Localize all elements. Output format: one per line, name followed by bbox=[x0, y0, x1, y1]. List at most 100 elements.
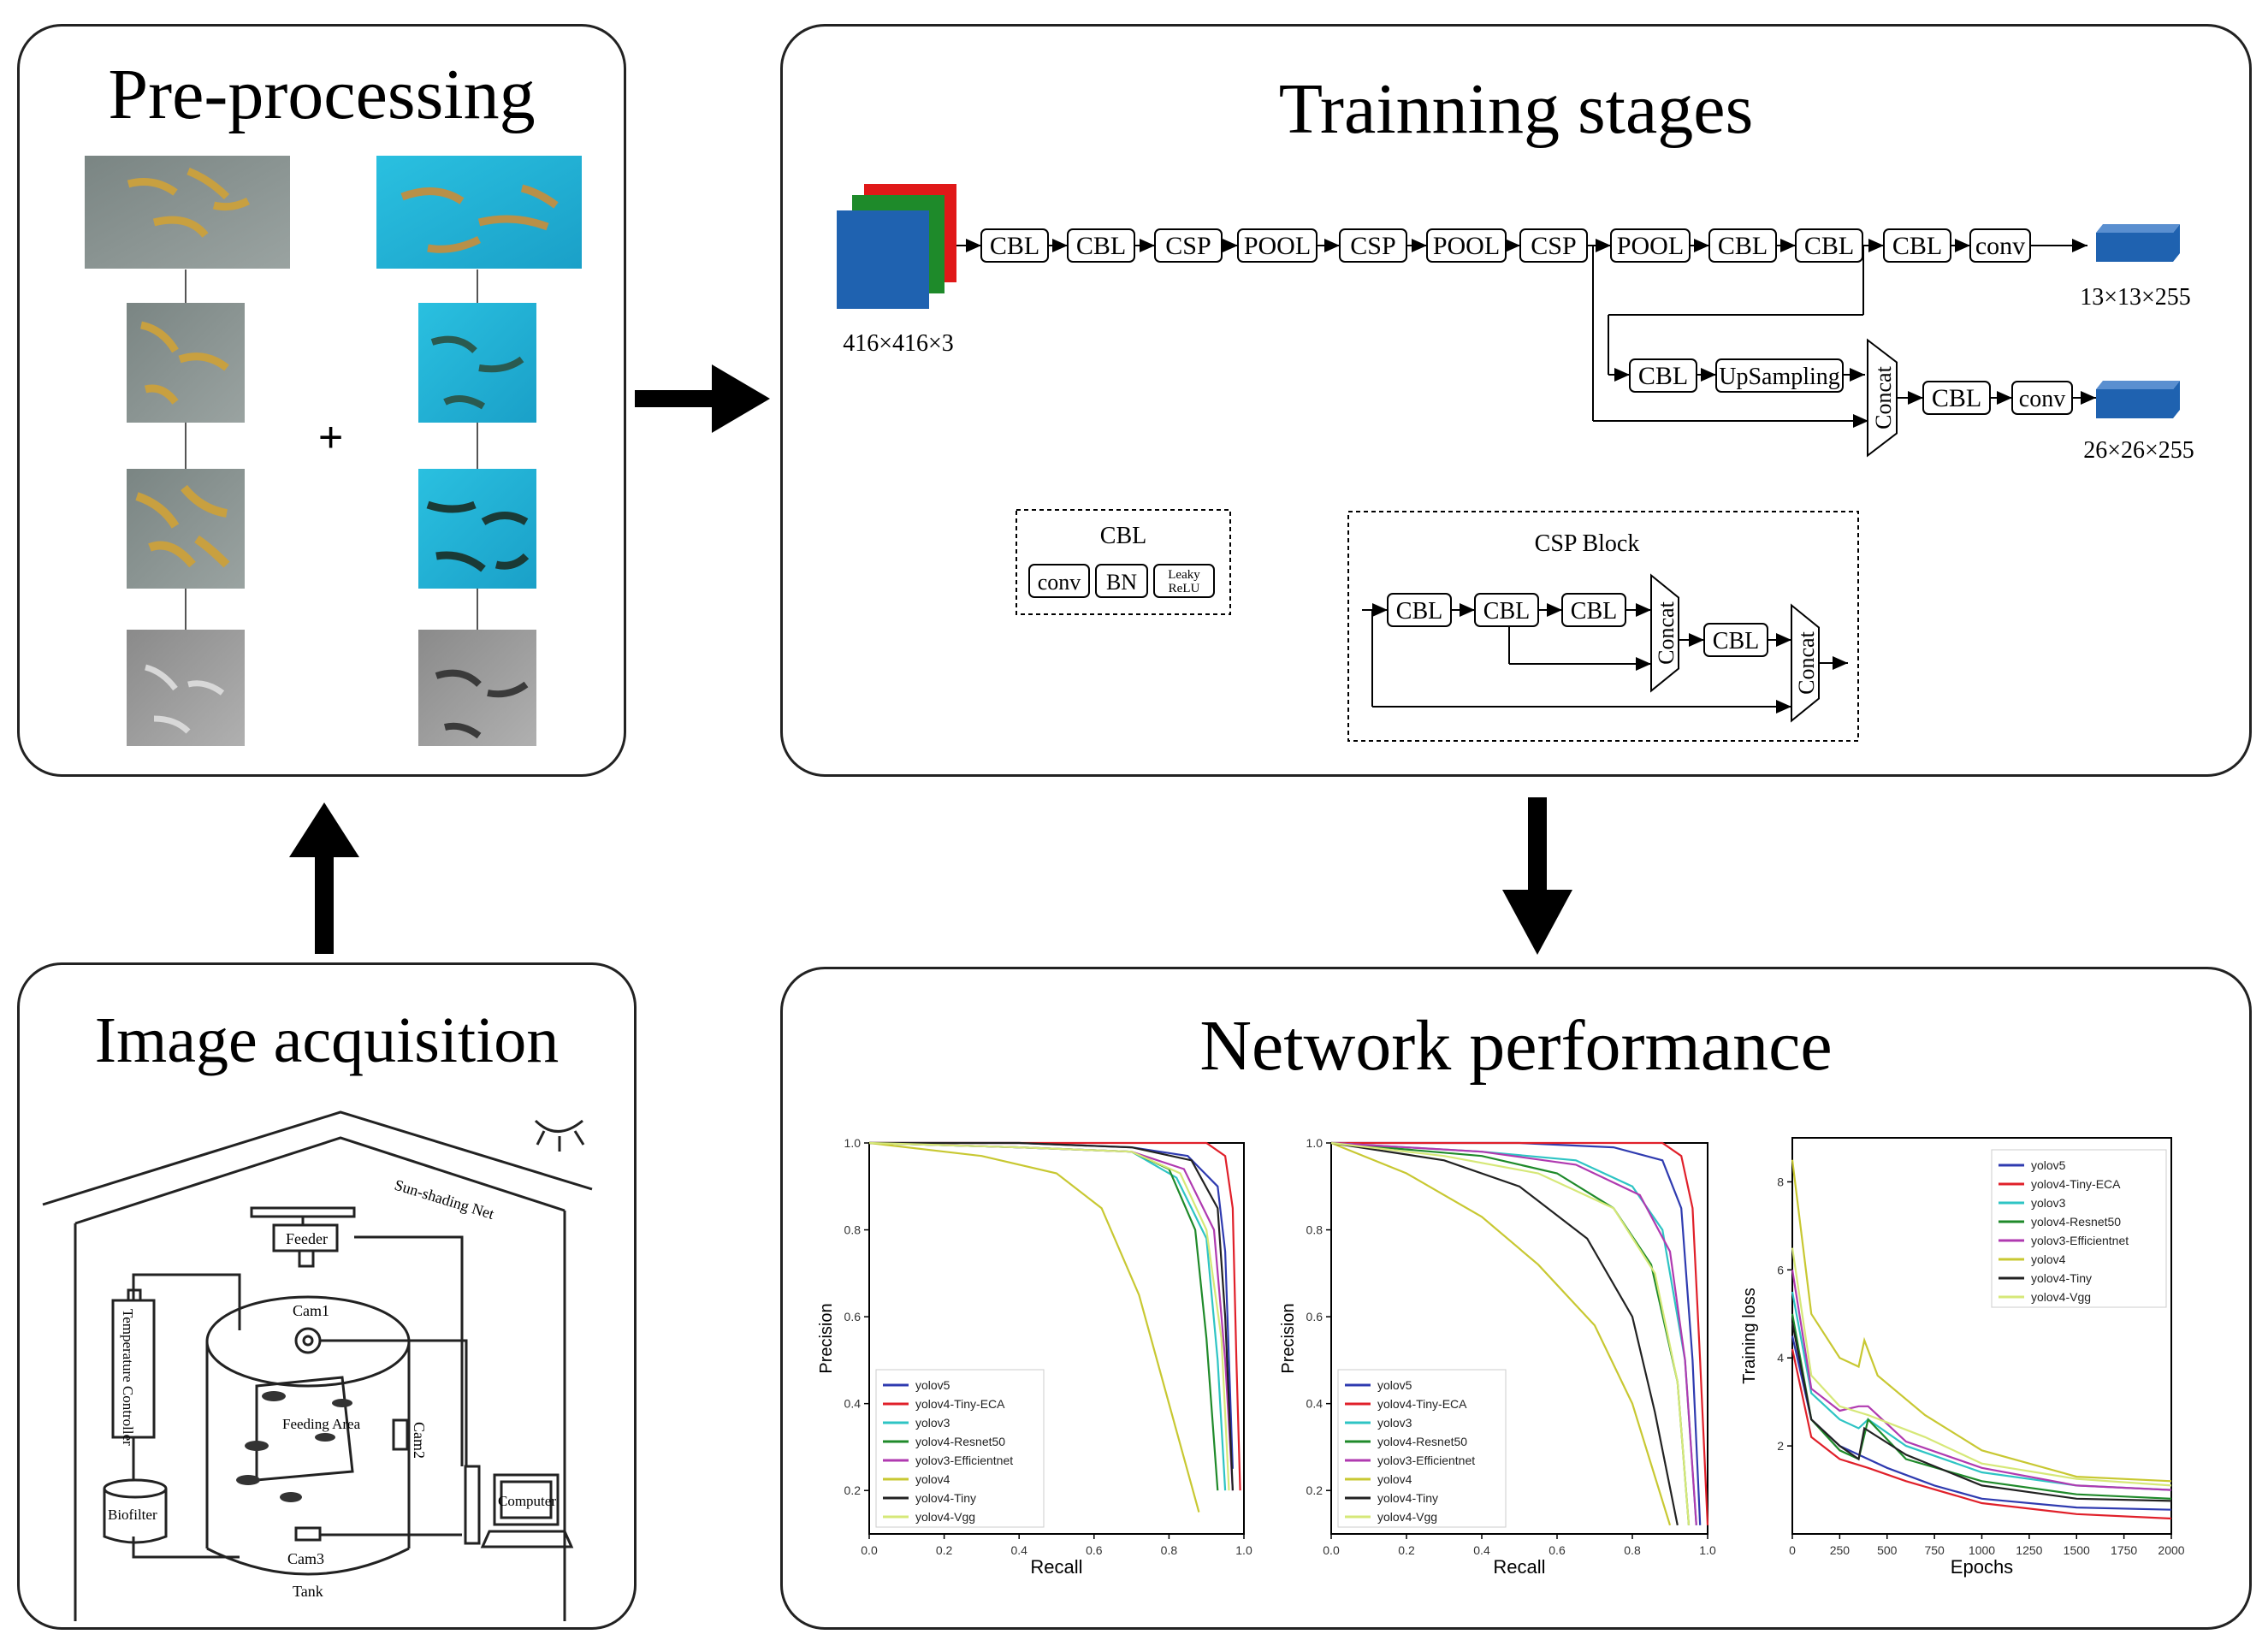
node-cbl-1: CBL bbox=[980, 228, 1049, 263]
output-block-26 bbox=[2096, 381, 2180, 418]
svg-text:CSP: CSP bbox=[1165, 232, 1211, 260]
series-line-yolov4-tiny-eca bbox=[869, 1141, 1241, 1491]
acquisition-schematic: Sun-shading Net Feeder Cam1 Cam2 Cam3 Te… bbox=[42, 1110, 593, 1621]
legend-bn: BN bbox=[1095, 564, 1148, 598]
chart-3-legend: yolov5yolov4-Tiny-ECAyolov3yolov4-Resnet… bbox=[1991, 1149, 2167, 1308]
svg-text:conv: conv bbox=[2019, 386, 2065, 412]
svg-text:CSP: CSP bbox=[1531, 232, 1576, 260]
svg-text:CBL: CBL bbox=[1713, 628, 1759, 654]
legend-conv: conv bbox=[1028, 564, 1090, 598]
svg-text:UpSampling: UpSampling bbox=[1719, 364, 1840, 390]
node-cbl-2: CBL bbox=[1067, 228, 1135, 263]
svg-text:conv: conv bbox=[1975, 232, 2025, 260]
node-csp-7: CSP bbox=[1519, 228, 1588, 263]
preprocessing-images bbox=[85, 156, 582, 746]
crop-image-cyan-3 bbox=[418, 630, 536, 746]
legend-entry: yolov4-Tiny-ECA bbox=[1377, 1397, 1467, 1411]
svg-text:Concat: Concat bbox=[1871, 365, 1896, 429]
svg-text:CBL: CBL bbox=[1076, 232, 1126, 260]
legend-entry: yolov4 bbox=[2031, 1252, 2066, 1266]
svg-text:CSP: CSP bbox=[1350, 232, 1395, 260]
output-size-13: 13×13×255 bbox=[2080, 284, 2191, 311]
x-tick-label: 0 bbox=[1789, 1543, 1796, 1557]
series-line-yolov4-tiny bbox=[1330, 1141, 1679, 1526]
node-cbl-out2: CBL bbox=[1922, 381, 1991, 415]
series-line-yolov4-tiny bbox=[869, 1141, 1234, 1491]
legend-entry: yolov4-Resnet50 bbox=[1377, 1435, 1467, 1448]
label-biofilter: Biofilter bbox=[108, 1507, 157, 1523]
y-tick-label: 0.8 bbox=[1306, 1223, 1323, 1237]
svg-text:CBL: CBL bbox=[1804, 232, 1854, 260]
x-axis-label: Recall bbox=[1030, 1556, 1082, 1578]
svg-text:ReLU: ReLU bbox=[1169, 582, 1200, 595]
legend-entry: yolov4-Tiny bbox=[915, 1491, 976, 1505]
svg-text:Concat: Concat bbox=[1794, 631, 1819, 694]
arrow-right-icon bbox=[635, 364, 770, 433]
series-line-yolov4 bbox=[1791, 1159, 2172, 1483]
legend-entry: yolov4-Vgg bbox=[2031, 1290, 2091, 1304]
label-temperature-controller: Temperature Controller bbox=[120, 1309, 136, 1446]
y-tick-label: 6 bbox=[1777, 1263, 1784, 1276]
node-csp-5: CSP bbox=[1339, 228, 1407, 263]
x-tick-label: 0.6 bbox=[1549, 1543, 1566, 1557]
label-cam2: Cam2 bbox=[411, 1422, 428, 1459]
legend-entry: yolov4-Resnet50 bbox=[2031, 1215, 2121, 1229]
node-cbl-10: CBL bbox=[1795, 228, 1863, 263]
plus-sign: + bbox=[318, 413, 344, 461]
svg-text:CBL: CBL bbox=[1718, 232, 1768, 260]
svg-text:CBL: CBL bbox=[1932, 384, 1981, 412]
y-tick-label: 0.6 bbox=[1306, 1310, 1323, 1323]
performance-title: Network performance bbox=[1199, 1006, 1833, 1086]
x-tick-label: 1.0 bbox=[1699, 1543, 1716, 1557]
series-line-yolov4 bbox=[1330, 1141, 1672, 1526]
legend-entry: yolov3-Efficientnet bbox=[2031, 1234, 2129, 1247]
csp-cbl-mid: CBL bbox=[1703, 623, 1768, 657]
acquisition-title: Image acquisition bbox=[94, 1004, 560, 1076]
legend-entry: yolov4-Resnet50 bbox=[915, 1435, 1005, 1448]
csp-concat-2: Concat bbox=[1791, 603, 1820, 723]
chart-1-legend: yolov5yolov4-Tiny-ECAyolov3yolov4-Resnet… bbox=[875, 1369, 1045, 1528]
legend-entry: yolov3-Efficientnet bbox=[915, 1454, 1013, 1467]
cbl-legend-title: CBL bbox=[1100, 523, 1146, 549]
x-tick-label: 0.6 bbox=[1086, 1543, 1103, 1557]
svg-text:Leaky: Leaky bbox=[1168, 568, 1200, 582]
input-size-label: 416×416×3 bbox=[843, 330, 954, 357]
x-axis-label: Recall bbox=[1493, 1556, 1545, 1578]
crop-image-cyan-2 bbox=[418, 469, 536, 589]
legend-entry: yolov4-Tiny bbox=[1377, 1491, 1438, 1505]
label-computer: Computer bbox=[498, 1493, 556, 1509]
csp-block-title: CSP Block bbox=[1535, 530, 1640, 557]
crop-image-cyan-1 bbox=[418, 303, 536, 423]
cbl-legend-box bbox=[1016, 509, 1231, 615]
output-size-26: 26×26×255 bbox=[2083, 437, 2194, 464]
legend-entry: yolov4-Tiny bbox=[2031, 1271, 2092, 1285]
label-cam3: Cam3 bbox=[287, 1550, 324, 1567]
x-axis-label: Epochs bbox=[1951, 1556, 2013, 1578]
y-tick-label: 4 bbox=[1777, 1351, 1784, 1365]
y-tick-label: 8 bbox=[1777, 1175, 1784, 1188]
csp-concat-1: Concat bbox=[1650, 573, 1679, 693]
legend-entry: yolov4-Tiny-ECA bbox=[915, 1397, 1005, 1411]
y-tick-label: 0.4 bbox=[1306, 1397, 1323, 1411]
x-tick-label: 1500 bbox=[2064, 1543, 2090, 1557]
x-tick-label: 0.2 bbox=[936, 1543, 953, 1557]
legend-entry: yolov3 bbox=[2031, 1196, 2066, 1210]
x-tick-label: 0.4 bbox=[1473, 1543, 1490, 1557]
input-image-stack bbox=[837, 184, 956, 309]
svg-text:CBL: CBL bbox=[990, 232, 1039, 260]
fish-icons bbox=[236, 1391, 352, 1502]
x-tick-label: 0.4 bbox=[1010, 1543, 1027, 1557]
label-feeder: Feeder bbox=[286, 1230, 328, 1247]
enhanced-image-cyan bbox=[376, 156, 582, 269]
legend-entry: yolov5 bbox=[1377, 1378, 1412, 1392]
y-tick-label: 1.0 bbox=[844, 1136, 862, 1150]
svg-text:POOL: POOL bbox=[1244, 232, 1311, 260]
x-tick-label: 0.8 bbox=[1624, 1543, 1641, 1557]
svg-text:POOL: POOL bbox=[1433, 232, 1500, 260]
svg-text:CBL: CBL bbox=[1396, 598, 1442, 625]
x-tick-label: 250 bbox=[1830, 1543, 1851, 1557]
